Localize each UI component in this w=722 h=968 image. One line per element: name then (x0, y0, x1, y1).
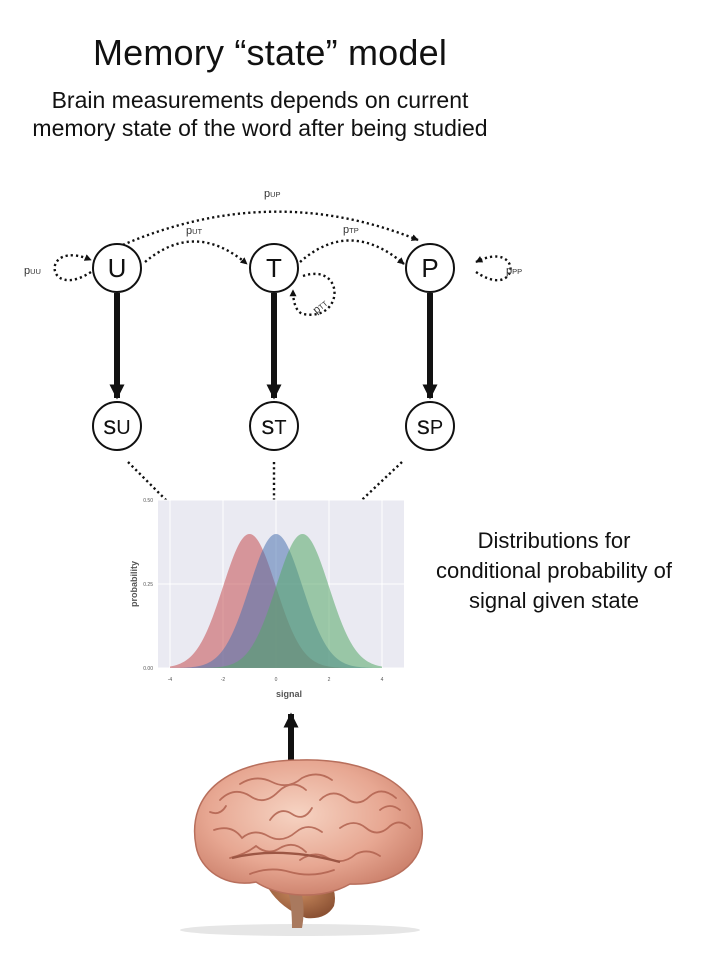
label-p-tt: pTT (311, 297, 331, 316)
x-tick-label: 2 (328, 677, 331, 683)
brain-icon (180, 759, 423, 936)
y-axis-label: probability (129, 561, 139, 607)
plot-ticks: -4 -2 0 2 4 0.00 0.25 0.50 (143, 498, 383, 683)
svg-text:sT: sT (261, 410, 286, 440)
signal-node-st: sT (249, 401, 299, 451)
x-axis-label: signal (276, 689, 302, 699)
page-title: Memory “state” model (92, 32, 448, 73)
y-tick-label: 0.25 (143, 582, 153, 588)
distribution-caption: Distributions for conditional probabilit… (435, 528, 673, 613)
x-tick-label: -2 (221, 677, 226, 683)
state-node-p: P (405, 243, 455, 293)
svg-text:sP: sP (417, 410, 443, 440)
svg-text:T: T (266, 253, 282, 283)
transition-arrow-tp (299, 239, 405, 265)
label-p-ut: pUT (186, 225, 203, 237)
x-tick-label: 0 (275, 677, 278, 683)
y-tick-label: 0.00 (143, 666, 153, 672)
y-tick-label: 0.50 (143, 498, 153, 504)
label-p-tp: pTP (343, 224, 359, 236)
subtitle: Brain measurements depends on current me… (32, 87, 488, 141)
x-tick-label: 4 (381, 677, 384, 683)
svg-text:U: U (108, 253, 127, 283)
state-node-u: U (92, 243, 142, 293)
transition-arrow-ut (144, 240, 248, 265)
signal-node-su: sU (92, 401, 142, 451)
x-tick-label: -4 (168, 677, 173, 683)
plot-curves (170, 533, 382, 668)
pointer-arrow-sp (329, 461, 403, 531)
label-p-up: pUP (264, 188, 281, 200)
density-area-p (170, 533, 382, 668)
self-loop-tt (289, 272, 336, 316)
label-p-pp: pPP (506, 265, 522, 277)
transition-arrow-up (117, 210, 419, 249)
label-p-uu: pUU (24, 265, 41, 277)
svg-text:sU: sU (103, 410, 130, 440)
self-loop-pp (475, 255, 512, 282)
signal-node-sp: sP (405, 401, 455, 451)
self-loop-uu (53, 254, 92, 282)
svg-text:P: P (421, 253, 438, 283)
state-node-t: T (249, 243, 299, 293)
distribution-chart: -4 -2 0 2 4 0.00 0.25 0.50 signal probability (129, 498, 404, 699)
